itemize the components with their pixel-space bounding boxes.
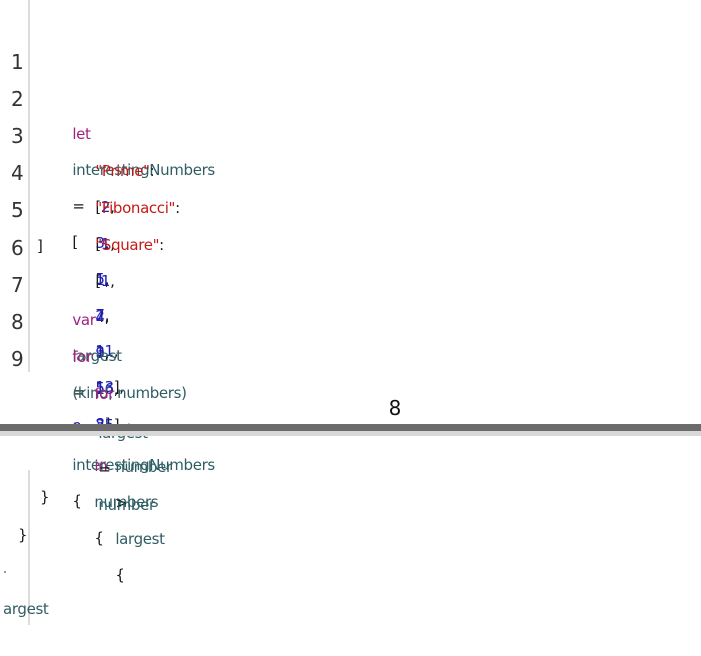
line-number: 9 (11, 347, 24, 371)
code-line-3: 3 "Fibonacci": [1, 1, 2, 3, 5, 8], (0, 82, 701, 433)
page-break-divider (0, 424, 701, 431)
closing-brace: } (18, 526, 28, 544)
identifier: largest (72, 347, 122, 365)
keyword-in: in (94, 457, 108, 475)
number-literal: 2 (100, 198, 111, 216)
page-break-shadow (0, 431, 701, 436)
keyword-var: var (72, 311, 96, 329)
cursor-mark (4, 571, 6, 573)
line-number: 3 (11, 124, 24, 148)
page-number: 8 (388, 396, 402, 420)
string-literal: "Prime" (95, 162, 150, 180)
identifier: (kind, numbers) (72, 384, 187, 402)
code-line-5: 5 ] (0, 156, 701, 255)
line-number: 6 (11, 236, 24, 260)
gutter-divider-continued (28, 470, 30, 625)
line-number: 5 (11, 198, 24, 222)
operator: = (72, 197, 85, 215)
code-line-6: 6 var largest = 0 (0, 194, 701, 437)
bracket: ] (37, 237, 43, 255)
code-line-2: 2 "Prime": [2, 3, 5, 7, 11, 13], (0, 45, 701, 396)
keyword-for: for (72, 348, 92, 366)
identifier: interestingNumbers (72, 161, 215, 179)
closing-brace: } (40, 488, 50, 506)
identifier: interestingNumbers (72, 456, 215, 474)
line-number: 1 (11, 50, 24, 74)
gutter-divider (28, 0, 30, 372)
line-number: 2 (11, 87, 24, 111)
code-line-7: 7 for (kind, numbers) in interestingNumb… (0, 231, 701, 510)
code-line-8: 8 for number in numbers { (0, 268, 701, 547)
code-line-9: 9 if number > largest { (0, 305, 701, 584)
string-literal: "Fibonacci" (95, 199, 176, 217)
code-editor[interactable]: 1 let interestingNumbers = [ 2 "Prime": … (0, 0, 701, 584)
bracket: [ (72, 233, 78, 251)
code-line-10: largest = number (98, 424, 155, 514)
code-line-4: 4 "Square": [1, 4, 9, 16, 25], (0, 119, 701, 434)
line-number: 7 (11, 273, 24, 297)
string-literal: "Square" (95, 236, 160, 254)
truncated-identifier: argest (3, 600, 49, 618)
line-number: 8 (11, 310, 24, 334)
keyword-for: for (94, 385, 114, 403)
code-line-1: 1 let interestingNumbers = [ (0, 8, 701, 251)
keyword-let: let (72, 125, 91, 143)
line-number: 4 (11, 161, 24, 185)
